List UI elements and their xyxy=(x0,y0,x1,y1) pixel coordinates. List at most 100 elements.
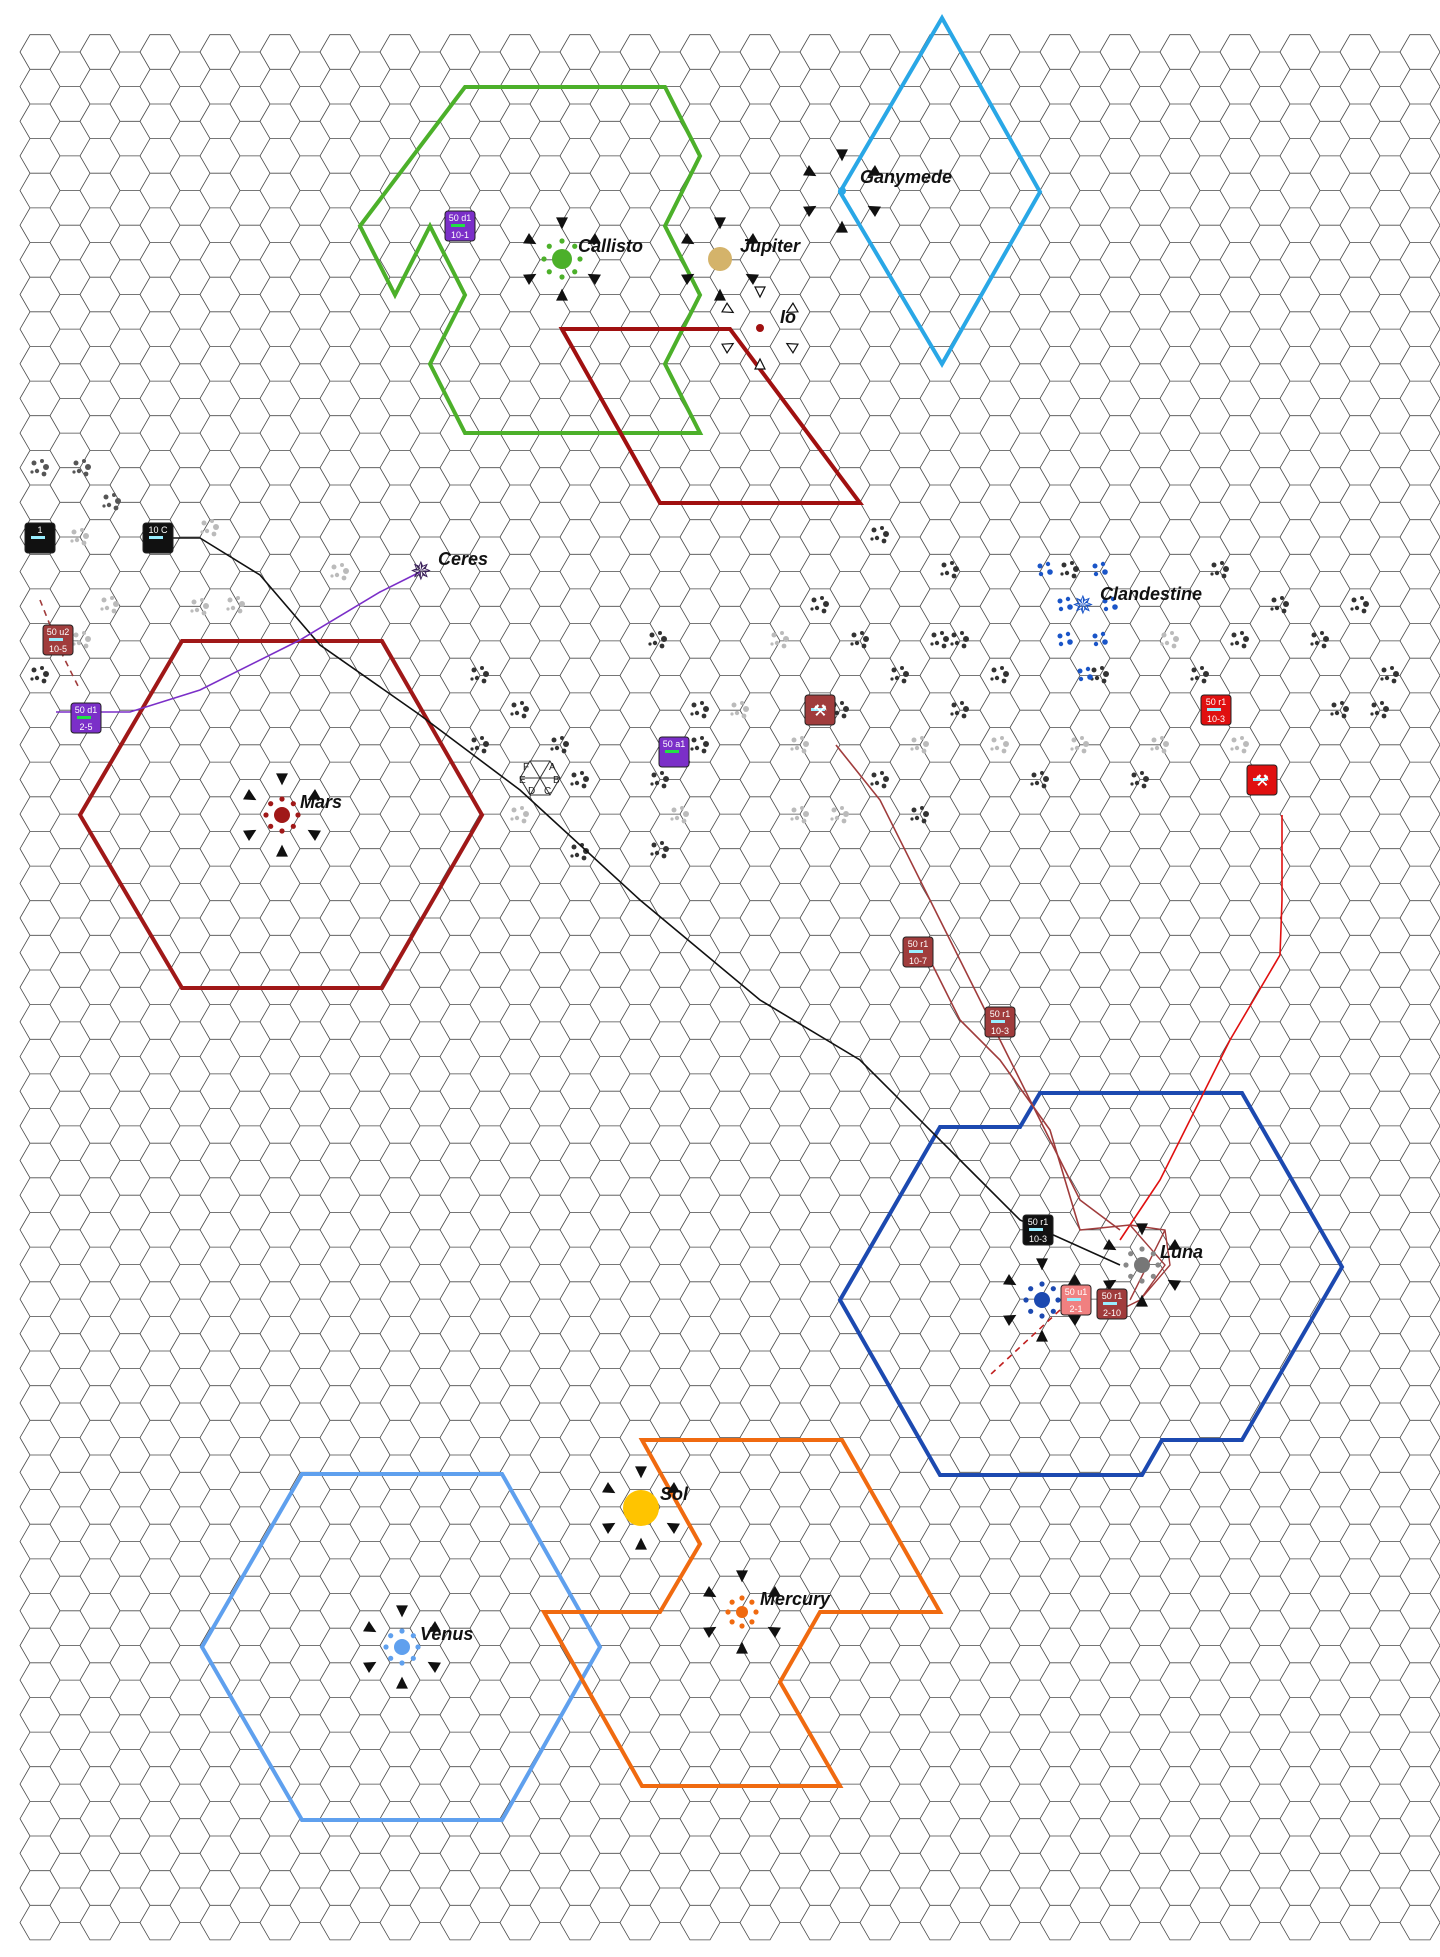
gravity-arrow-icon xyxy=(714,288,726,301)
ship-icon xyxy=(1067,1298,1081,1301)
asteroid-cluster xyxy=(1150,736,1169,754)
asteroid-cluster xyxy=(30,459,49,477)
asteroid-cluster xyxy=(648,631,667,649)
gravity-arrow-icon xyxy=(745,233,759,245)
luna-body[interactable]: Luna xyxy=(1103,1223,1203,1307)
compass-e: E xyxy=(519,775,526,786)
counter-top-text: 50 r1 xyxy=(1028,1217,1049,1227)
gravity-arrow-icon xyxy=(767,1586,781,1598)
ship-counter[interactable]: 50 u12-1 xyxy=(1060,1284,1092,1316)
gravity-arrow-icon xyxy=(785,302,799,314)
asteroid-cluster xyxy=(1070,736,1089,754)
gravity-arrow-icon xyxy=(587,233,601,245)
gravity-arrow-icon xyxy=(767,1626,781,1638)
counter-top-text: 10 C xyxy=(148,525,168,535)
earth-body[interactable] xyxy=(1003,1258,1081,1342)
ceres-body[interactable]: ✵Ceres xyxy=(410,549,488,586)
io-body[interactable]: Io xyxy=(721,286,799,370)
asteroid-field xyxy=(30,459,1399,861)
ganymede-label: Ganymede xyxy=(860,167,952,187)
ship-icon xyxy=(451,224,465,227)
asteroid-cluster xyxy=(950,701,969,719)
ship-counter[interactable]: 50 a1 xyxy=(658,736,690,768)
asteroid-cluster xyxy=(1190,666,1209,684)
gravity-arrow-icon xyxy=(307,789,321,801)
asteroid-cluster xyxy=(1270,596,1289,614)
ship-counter[interactable]: 50 r12-10 xyxy=(1096,1288,1128,1320)
clandestine-body[interactable]: ✵ Clandestine xyxy=(1072,584,1202,620)
mercury-disc xyxy=(736,1606,748,1618)
clandestine-cluster xyxy=(1102,596,1118,612)
ship-counter[interactable]: 50 d12-5 xyxy=(70,702,102,734)
counter-top-text: 50 d1 xyxy=(449,213,472,223)
asteroid-cluster xyxy=(570,771,589,789)
asteroid-cluster xyxy=(670,806,689,824)
jupiter-body[interactable]: Jupiter xyxy=(681,217,801,301)
asteroid-cluster xyxy=(470,736,489,754)
mining-icon: ⚒ xyxy=(813,703,827,720)
ship-icon xyxy=(909,950,923,953)
clandestine-marker-icon: ✵ xyxy=(1072,590,1094,620)
asteroid-cluster xyxy=(1130,771,1149,789)
venus-body[interactable]: Venus xyxy=(363,1605,473,1689)
asteroid-cluster xyxy=(100,596,119,614)
asteroid-cluster xyxy=(226,596,245,614)
counter-top-text: 50 u2 xyxy=(47,627,70,637)
gravity-arrow-icon xyxy=(1103,1239,1117,1251)
counter-top-text: 50 r1 xyxy=(1206,697,1227,707)
asteroid-cluster xyxy=(990,666,1009,684)
asteroid-cluster xyxy=(190,598,209,616)
gravity-arrow-icon xyxy=(427,1661,441,1673)
ship-counter[interactable]: 1 xyxy=(24,522,56,554)
ship-icon xyxy=(1207,708,1221,711)
asteroid-cluster xyxy=(1030,771,1049,789)
ship-counter[interactable]: 50 r1 10-3 xyxy=(1200,694,1232,726)
gravity-arrow-icon xyxy=(396,1676,408,1689)
venus-label: Venus xyxy=(420,1624,473,1644)
asteroid-cluster xyxy=(1330,701,1349,719)
venus-disc xyxy=(394,1639,410,1655)
black-ship-trajectory xyxy=(172,537,1121,1266)
gravity-arrow-icon xyxy=(836,149,848,162)
mars-body[interactable]: Mars xyxy=(243,773,342,857)
gravity-arrow-icon xyxy=(714,217,726,230)
gravity-arrow-icon xyxy=(803,165,817,177)
ship-icon xyxy=(149,536,163,539)
asteroid-cluster xyxy=(1210,561,1229,579)
clandestine-cluster xyxy=(1057,596,1073,612)
mars-zone-outline xyxy=(77,639,485,990)
asteroid-cluster xyxy=(810,596,829,614)
counter-bottom-text: 10-3 xyxy=(1207,714,1225,724)
callisto-body[interactable]: Callisto xyxy=(523,217,643,301)
counter-top-text: 50 u1 xyxy=(1065,1287,1088,1297)
gravity-arrow-icon xyxy=(754,357,766,370)
ganymede-body[interactable]: Ganymede xyxy=(803,149,952,233)
red-ship-trajectory xyxy=(1119,815,1283,1241)
sol-body[interactable]: Sol xyxy=(602,1466,689,1550)
ship-counter[interactable]: ⚒ xyxy=(804,694,836,726)
clandestine-label: Clandestine xyxy=(1100,584,1202,604)
clandestine-cluster xyxy=(1092,561,1108,577)
counter-bottom-text: 2-10 xyxy=(1103,1308,1121,1318)
io-label: Io xyxy=(780,307,796,327)
luna-label: Luna xyxy=(1160,1242,1203,1262)
clandestine-cluster xyxy=(1057,631,1073,647)
ship-counter[interactable]: ⚒ xyxy=(1246,764,1278,796)
gravity-arrow-icon xyxy=(681,233,695,245)
asteroid-cluster xyxy=(1060,561,1079,579)
mercury-body[interactable]: Mercury xyxy=(703,1570,831,1654)
gravity-arrow-icon xyxy=(836,220,848,233)
brown-ship-trajectory-1 xyxy=(835,744,1121,1231)
ship-counter[interactable]: 10 C xyxy=(142,522,174,554)
ship-icon xyxy=(77,716,91,719)
ship-icon xyxy=(811,708,825,711)
ship-icon xyxy=(1029,1228,1043,1231)
jupiter-label: Jupiter xyxy=(740,236,801,256)
asteroid-cluster xyxy=(1380,666,1399,684)
